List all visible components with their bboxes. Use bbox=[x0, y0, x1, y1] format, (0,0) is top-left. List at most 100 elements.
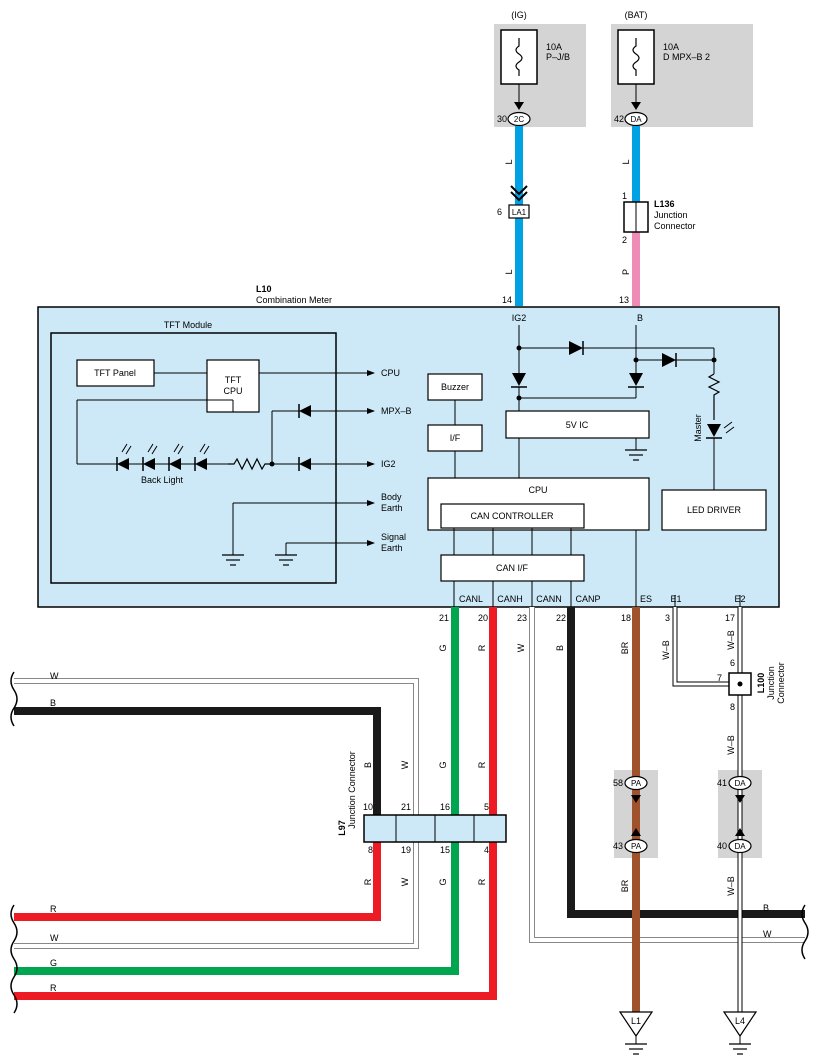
svg-text:I/F: I/F bbox=[450, 433, 461, 443]
pin-8-label: 8 bbox=[730, 702, 735, 712]
wire-label-b: B bbox=[363, 762, 373, 768]
l97-pin: 8 bbox=[368, 845, 373, 855]
diode-icon bbox=[299, 405, 311, 417]
pin-17-label: 17 bbox=[725, 613, 735, 623]
svg-text:CAN I/F: CAN I/F bbox=[496, 563, 529, 573]
connector-2c bbox=[507, 111, 531, 127]
diode-icon bbox=[512, 373, 526, 386]
l97-name: Junction Connector bbox=[347, 751, 357, 829]
term-canp: CANP bbox=[575, 594, 600, 604]
svg-text:CPU: CPU bbox=[528, 485, 547, 495]
tft-module-title: TFT Module bbox=[164, 320, 212, 330]
wire-label-br: BR bbox=[620, 879, 630, 892]
if-block bbox=[427, 424, 483, 452]
svg-text:CPU: CPU bbox=[223, 386, 242, 396]
diode-icon bbox=[629, 373, 643, 386]
resistor-icon bbox=[707, 373, 721, 420]
bat-supply-label: (BAT) bbox=[625, 10, 648, 20]
wire-label-l: L bbox=[504, 159, 514, 164]
connector-arrow-icon bbox=[631, 828, 641, 836]
term-e1: E1 bbox=[670, 594, 681, 604]
fuse-bat-name: D MPX–B 2 bbox=[663, 52, 710, 62]
ground-icon bbox=[275, 554, 297, 566]
fuse-ig-rating: 10A bbox=[546, 42, 562, 52]
connector-pa-bottom bbox=[624, 838, 648, 854]
pin-40-label: 40 bbox=[717, 841, 727, 851]
wire-l-bat bbox=[632, 126, 640, 202]
body-earth-label2: Earth bbox=[381, 503, 403, 513]
wire-label-wb: W–B bbox=[726, 876, 736, 896]
out-ig2-label: IG2 bbox=[381, 459, 396, 469]
wire-b-canp bbox=[567, 607, 805, 918]
pin-6-label: 6 bbox=[730, 658, 735, 668]
term-canh: CANH bbox=[497, 594, 523, 604]
body-earth-label1: Body bbox=[381, 492, 402, 502]
term-canl: CANL bbox=[459, 594, 483, 604]
tft-panel-block bbox=[76, 359, 155, 387]
ground-l4-label: L4 bbox=[735, 1016, 745, 1026]
right-wire-label: B bbox=[763, 903, 769, 913]
svg-text:LED DRIVER: LED DRIVER bbox=[687, 505, 742, 515]
svg-text:PA: PA bbox=[631, 842, 642, 851]
master-label: Master bbox=[693, 414, 703, 442]
l97-pin: 15 bbox=[440, 845, 450, 855]
diode-icon bbox=[662, 353, 676, 367]
ic-5v-block bbox=[505, 410, 650, 439]
connector-arrow-icon bbox=[631, 795, 641, 803]
svg-text:DA: DA bbox=[734, 779, 746, 788]
l100-code: L100 bbox=[756, 673, 766, 694]
pin-23-label: 23 bbox=[517, 613, 527, 623]
l97-pin: 21 bbox=[401, 802, 411, 812]
l97-code: L97 bbox=[337, 820, 347, 836]
signal-earth-label1: Signal bbox=[381, 532, 406, 542]
diode-icon bbox=[569, 341, 583, 355]
wire-b-left bbox=[14, 707, 381, 815]
pin-58-label: 58 bbox=[613, 778, 623, 788]
pin-22-label: 22 bbox=[556, 613, 566, 623]
wire-label-l: L bbox=[621, 159, 631, 164]
pin-42-label: 42 bbox=[614, 114, 624, 124]
left-wire-label: W bbox=[50, 671, 59, 681]
svg-text:TFT Panel: TFT Panel bbox=[94, 368, 136, 378]
meter-ig2-terminal: IG2 bbox=[512, 313, 527, 323]
left-wire-label: B bbox=[50, 698, 56, 708]
wire-label-w: W bbox=[516, 643, 526, 652]
l136-code: L136 bbox=[654, 199, 675, 209]
ground-l1-icon bbox=[618, 1011, 654, 1055]
connector-la1 bbox=[508, 204, 530, 219]
pin-7-label: 7 bbox=[717, 673, 722, 683]
wire-r-canh bbox=[14, 607, 497, 1000]
svg-text:DA: DA bbox=[734, 842, 746, 851]
wire-label-w: W bbox=[400, 760, 410, 769]
svg-text:LA1: LA1 bbox=[512, 208, 527, 217]
signal-earth-label2: Earth bbox=[381, 543, 403, 553]
meter-code: L10 bbox=[256, 284, 272, 294]
wire-label-w: W bbox=[400, 877, 410, 886]
connector-arrow-icon bbox=[514, 102, 524, 110]
wire-label-br: BR bbox=[620, 641, 630, 654]
svg-text:CAN CONTROLLER: CAN CONTROLLER bbox=[470, 511, 554, 521]
left-wire-label: R bbox=[50, 983, 57, 993]
wire-label-g: G bbox=[438, 761, 448, 768]
pin-18-label: 18 bbox=[621, 613, 631, 623]
wire-label-l: L bbox=[504, 269, 514, 274]
wire-label-r: R bbox=[477, 761, 487, 768]
can-controller-block bbox=[440, 503, 585, 529]
ground-icon bbox=[625, 449, 647, 461]
pin-41-label: 41 bbox=[717, 778, 727, 788]
connector-da-top bbox=[624, 111, 648, 127]
wire-label-wb: W–B bbox=[661, 640, 671, 660]
term-e2: E2 bbox=[734, 594, 745, 604]
pin-43-label: 43 bbox=[613, 841, 623, 851]
wire-label-wb: W–B bbox=[726, 735, 736, 755]
ig-supply-label: (IG) bbox=[511, 10, 527, 20]
l97-pin: 16 bbox=[440, 802, 450, 812]
left-wire-label: G bbox=[50, 958, 57, 968]
out-cpu-label: CPU bbox=[381, 368, 400, 378]
tft-module-box bbox=[50, 332, 337, 584]
wire-p-bat bbox=[632, 232, 640, 306]
svg-text:5V IC: 5V IC bbox=[566, 420, 589, 430]
fuse-bat-rating: 10A bbox=[663, 42, 679, 52]
wire-label-r: R bbox=[363, 878, 373, 885]
